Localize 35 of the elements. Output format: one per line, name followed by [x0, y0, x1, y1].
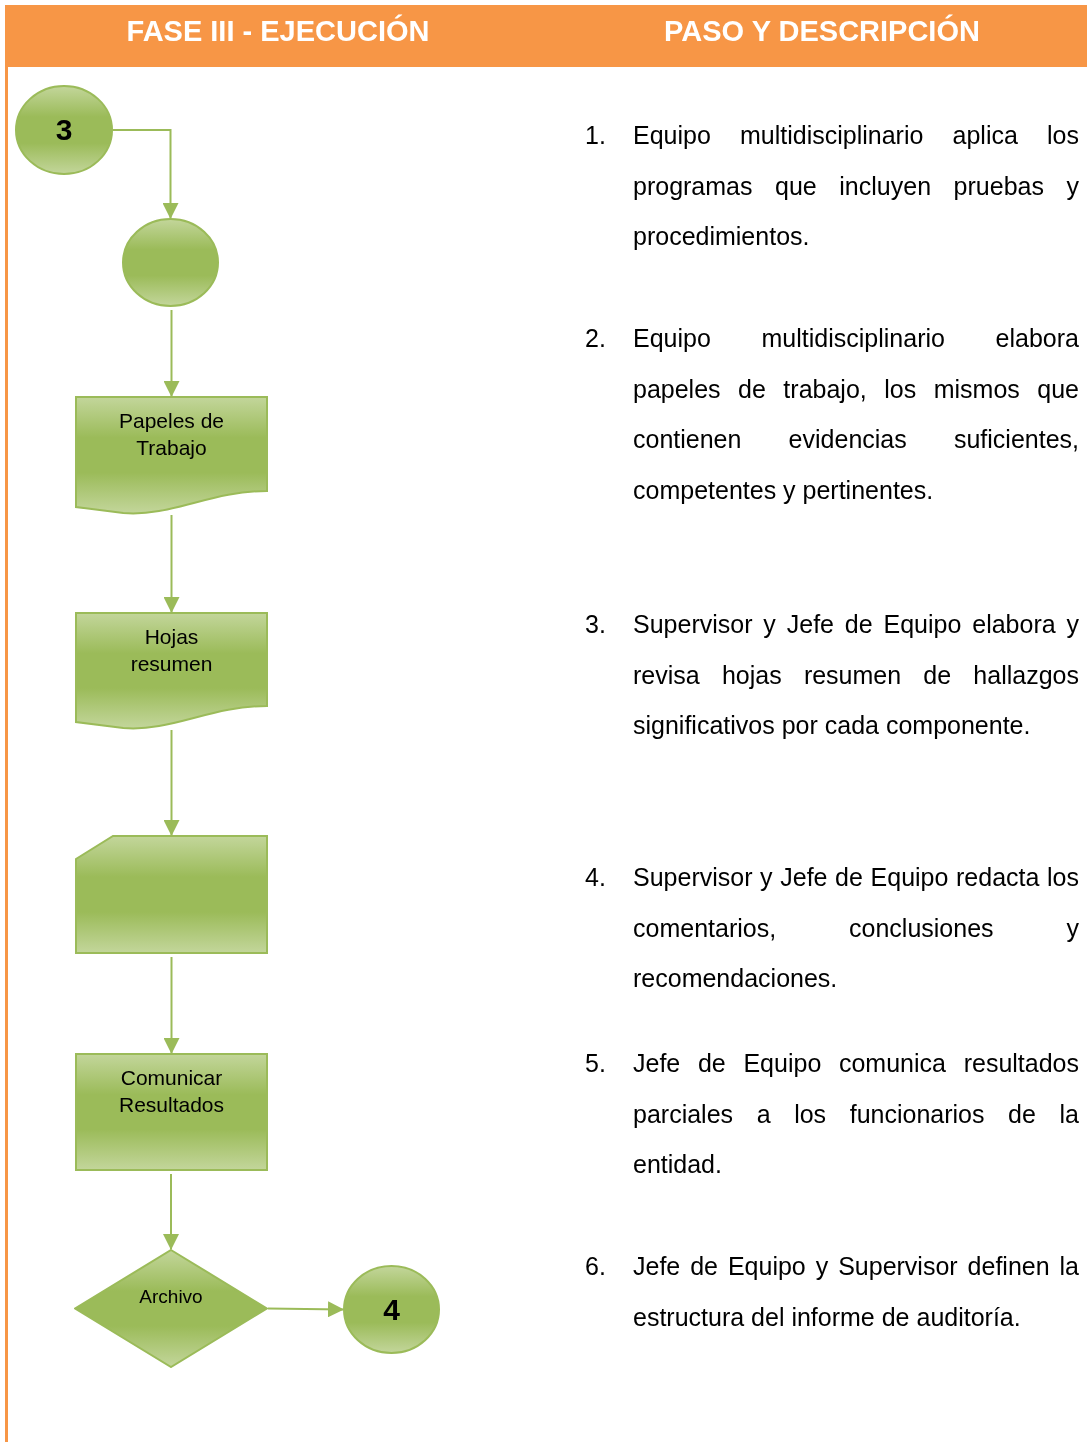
step-description: Equipo multidisciplinario aplica los programas que incluyen pruebas y procedimientos. — [633, 120, 1079, 252]
arrow — [267, 1301, 344, 1318]
node-text: Comunicar Resultados — [117, 1065, 226, 1118]
process-box — [75, 1053, 268, 1171]
step-description: Equipo multidisciplinario elabora papeles de trabajo, los mismos que contienen evidencias suficientes, competentes y pertinentes. — [633, 323, 1079, 506]
connector-circle — [15, 85, 113, 175]
node-text: Archivo — [138, 1285, 204, 1309]
node-text: 4 — [382, 1294, 401, 1325]
step-description: Jefe de Equipo comunica resultados parciales a los funcionarios de la entidad. — [633, 1048, 1079, 1180]
card-shape — [75, 835, 268, 954]
step-description: Jefe de Equipo y Supervisor definen la estructura del informe de auditoría. — [633, 1251, 1079, 1333]
arrow — [112, 129, 179, 219]
step-number: 5. — [585, 1048, 606, 1079]
step-description: Supervisor y Jefe de Equipo redacta los comentarios, conclusiones y recomendaciones. — [633, 862, 1079, 994]
document-shape — [75, 396, 268, 515]
step-description: Supervisor y Jefe de Equipo elabora y revisa hojas resumen de hallazgos significativos por cada componente. — [633, 609, 1079, 741]
step-number: 1. — [585, 120, 606, 151]
column-header: FASE III - EJECUCIÓN — [125, 13, 431, 49]
column-header: PASO Y DESCRIPCIÓN — [663, 13, 981, 49]
connector-circle — [343, 1265, 440, 1354]
decision-diamond — [74, 1249, 268, 1368]
step-number: 6. — [585, 1251, 606, 1282]
arrow — [163, 956, 180, 1054]
document-shape — [75, 612, 268, 730]
arrow — [163, 729, 180, 836]
step-number: 3. — [585, 609, 606, 640]
node-text: Hojas resumen — [129, 624, 214, 677]
connector-circle — [122, 218, 219, 307]
step-number: 4. — [585, 862, 606, 893]
step-number: 2. — [585, 323, 606, 354]
node-text: Papeles de Trabajo — [117, 408, 226, 461]
arrow — [163, 514, 180, 613]
arrow — [163, 309, 180, 397]
node-text: 3 — [54, 115, 74, 145]
arrow — [163, 1173, 179, 1250]
